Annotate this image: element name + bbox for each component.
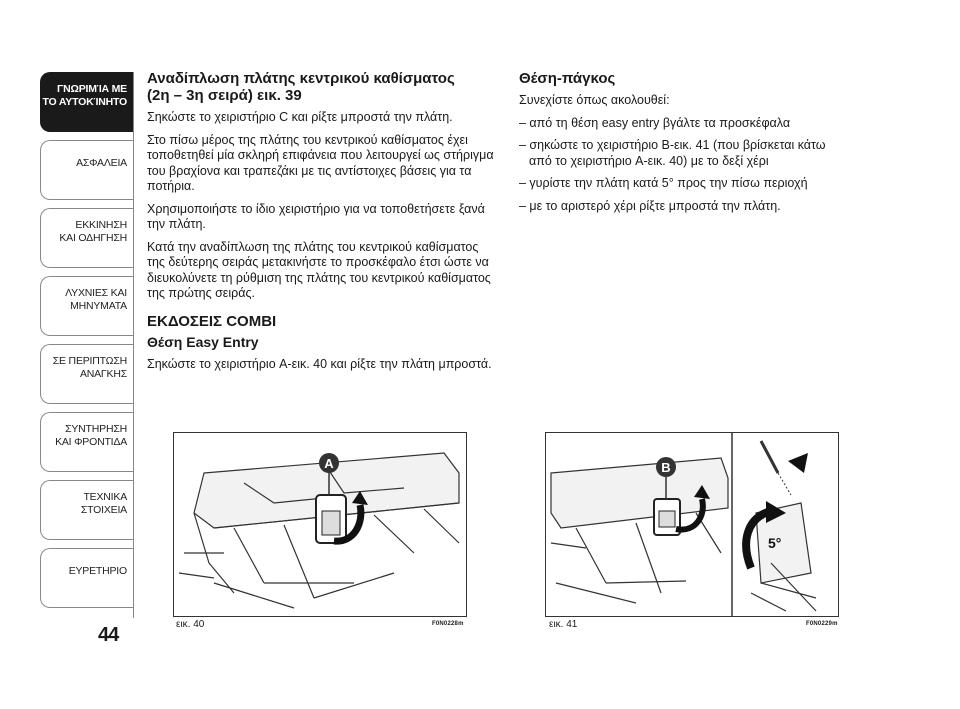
- paragraph: Σηκώστε το χειριστήριο C και ρίξτε μπροσ…: [147, 110, 453, 124]
- section-title-bench-position: Θέση-πάγκος: [519, 70, 616, 87]
- paragraph: Χρησιμοποιήστε το ίδιο χειριστήριο για ν…: [147, 201, 485, 232]
- page-number: 44: [98, 624, 119, 646]
- tab-safety[interactable]: ΑΣΦΑΛΕΙΑ: [40, 140, 133, 200]
- tab-index[interactable]: ΕΥΡΕΤΗΡΙΟ: [40, 548, 133, 608]
- up-arrow-icon: [788, 453, 808, 473]
- section-title-fold-backrest: Αναδίπλωση πλάτης κεντρικού καθίσματος (…: [147, 70, 455, 104]
- figure-41: B 5°: [545, 432, 839, 617]
- list-item: – γυρίστε την πλάτη κατά 5° προς την πίσ…: [519, 176, 808, 190]
- figure-40: A: [173, 432, 467, 617]
- paragraph: Κατά την αναδίπλωση της πλάτης του κεντρ…: [147, 239, 491, 301]
- seat-illustration-41: B 5°: [550, 433, 817, 616]
- heading-combi-versions: ΕΚΔΟΣΕΙΣ COMBI: [147, 312, 277, 330]
- list-item: – σηκώστε το χειριστήριο B-εικ. 41 (που …: [519, 138, 826, 168]
- svg-text:B: B: [661, 460, 670, 475]
- tilt-arrow-icon: [742, 507, 773, 570]
- figure-41-code: F0N0229m: [806, 621, 838, 627]
- list-item: – με το αριστερό χέρι ρίξτε μπροστά την …: [519, 198, 781, 213]
- svg-text:A: A: [324, 456, 334, 471]
- rotate-arrow-icon: [675, 498, 706, 533]
- paragraph: Συνεχίστε όπως ακολουθεί:: [519, 93, 670, 107]
- headrest-rod-icon: [759, 440, 780, 474]
- heading-easy-entry: Θέση Easy Entry: [147, 334, 259, 350]
- marker-b-icon: [656, 457, 676, 477]
- marker-a-icon: [319, 453, 339, 473]
- figure-40-caption: εικ. 40: [176, 619, 205, 630]
- figure-40-code: F0N0228m: [432, 621, 464, 627]
- left-column: Αναδίπλωση πλάτης κεντρικού καθίσματος (…: [147, 70, 497, 379]
- rotate-arrow-icon: [333, 504, 365, 545]
- sidebar-divider: [133, 72, 134, 618]
- paragraph: Σηκώστε το χειριστήριο A-εικ. 40 και ρίξ…: [147, 356, 492, 371]
- list-item: – από τη θέση easy entry βγάλτε τα προσκ…: [519, 115, 791, 130]
- svg-text:5°: 5°: [768, 535, 781, 551]
- paragraph: Στο πίσω μέρος της πλάτης του κεντρικού …: [147, 132, 494, 194]
- seat-illustration-40: A: [178, 452, 460, 609]
- figure-41-caption: εικ. 41: [549, 619, 578, 630]
- right-column: Θέση-πάγκος Συνεχίστε όπως ακολουθεί: – …: [519, 70, 849, 221]
